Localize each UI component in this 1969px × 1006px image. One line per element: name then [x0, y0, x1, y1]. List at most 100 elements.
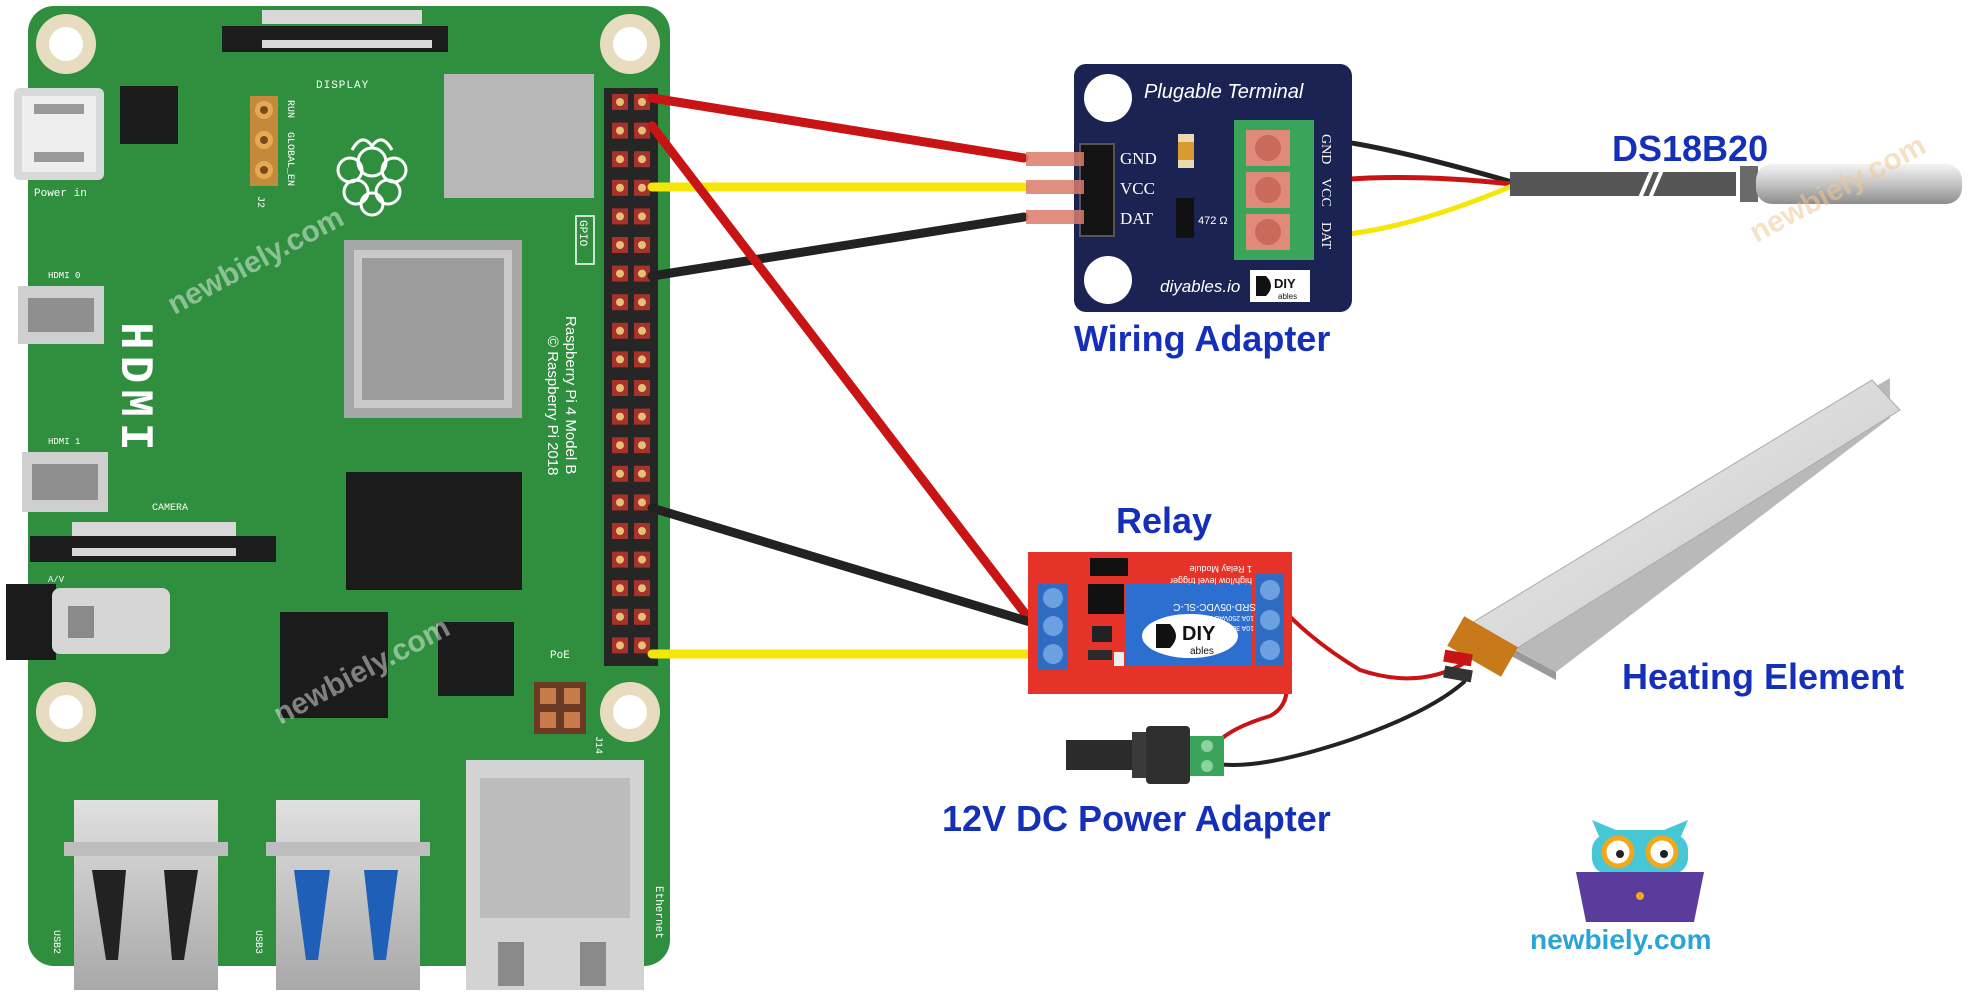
adapter-pin-label-vcc: VCC: [1120, 179, 1155, 198]
adapter-to-heater: [1216, 680, 1466, 767]
gpio-pin-contact: [638, 155, 646, 164]
gpio-pin-contact: [638, 241, 646, 249]
ram: [346, 472, 522, 590]
gpio-pin-contact: [638, 584, 646, 593]
raspberry-logo: [336, 138, 408, 217]
gpio-pin-contact: [616, 641, 624, 650]
site-label: newbiely.com: [1530, 924, 1712, 955]
chip-small: [120, 86, 178, 144]
svg-text:ables: ables: [1278, 292, 1297, 301]
hdmi1-label: HDMI 1: [48, 437, 80, 447]
ethernet-label: Ethernet: [652, 886, 664, 939]
probe-tube: [1756, 164, 1962, 204]
relay-com-to-heater: [1276, 602, 1468, 681]
mounting-holes: [36, 14, 660, 742]
ethernet-port: [466, 760, 644, 990]
gpio-pin-contact: [616, 183, 624, 192]
gpio-pin-contact: [616, 441, 624, 450]
adapter-pin-label-dat: DAT: [1120, 209, 1154, 228]
terminal-pin-labels: GND VCC DAT: [1318, 134, 1333, 250]
gpio-pin-contact: [616, 469, 624, 478]
camera-connector: [30, 522, 276, 562]
raspberry-pi-board: DISPLAY Power in RUN GLOBAL_EN J2: [6, 6, 670, 990]
gpio-pin-contact: [616, 555, 624, 564]
usb3-port: [266, 800, 430, 990]
gpio-label-box: [575, 215, 595, 265]
wire-black-to-relay: [647, 503, 1035, 627]
gpio-pin-contact: [616, 126, 624, 135]
camera-label: CAMERA: [152, 503, 188, 514]
hdmi-label: HDMI: [108, 322, 160, 456]
j14-label: J14: [592, 736, 603, 754]
power-in-connector: [14, 88, 104, 180]
ds18b20-probe: [1510, 164, 1962, 204]
resistor-label: 472 Ω: [1198, 215, 1228, 227]
copyright-label: © Raspberry Pi 2018: [544, 336, 561, 475]
gpio-pin-contact: [616, 355, 624, 364]
poe-header: [534, 682, 586, 734]
gpio-pin-contact: [638, 384, 646, 392]
wire-black-to-adapter: [647, 212, 1029, 281]
gpio-pin-contact: [638, 412, 646, 421]
gpio-pin-contact: [638, 612, 646, 621]
chip-tiny: [438, 622, 514, 696]
gpio-pin-contact: [638, 183, 646, 192]
soc: [344, 240, 522, 418]
hdmi0-port: [18, 286, 104, 344]
relay-model: SRD-05VDC-SL-C: [1173, 601, 1256, 612]
wiring-adapter-label: Wiring Adapter: [1074, 318, 1331, 359]
chip-mid: [280, 612, 388, 718]
adapter-title: Plugable Terminal: [1144, 81, 1304, 103]
heating-element-label: Heating Element: [1622, 656, 1905, 697]
gpio-pin-contact: [616, 98, 624, 106]
terminal-pin-label-dat: DAT: [1318, 222, 1333, 250]
newbiely-owl-logo: [1576, 820, 1704, 922]
heating-element: [1443, 378, 1901, 683]
svg-text:DIY: DIY: [1274, 276, 1296, 291]
gpio-pin-contact: [638, 641, 646, 650]
probe-collar: [1740, 166, 1758, 202]
adapter-brand: diyables.io: [1160, 277, 1240, 296]
probe-cable: [1510, 172, 1736, 196]
gpio-pin-contact: [638, 326, 646, 335]
hdmi0-label: HDMI 0: [48, 271, 80, 281]
gpio-pin-contact: [638, 355, 646, 364]
gpio-pin-contact: [616, 269, 624, 278]
terminal-screws: [1246, 130, 1290, 250]
usb-controller: [444, 74, 594, 198]
relay-module: SRD-05VDC-SL-C 10A 250VAC 10A 125VAC 10A…: [1028, 552, 1292, 694]
gpio-pin-contact: [638, 555, 646, 564]
relay-text-1: 1 Relay Module: [1189, 564, 1252, 574]
gpio-pin-contact: [616, 241, 624, 249]
adapter-pin-label-gnd: GND: [1120, 149, 1157, 168]
model-label: Raspberry Pi 4 Model B: [562, 316, 579, 474]
gpio-pin-contact: [616, 412, 624, 421]
gpio-pin-contact: [638, 269, 646, 278]
display-connector: [222, 10, 448, 52]
gpio-pin-contact: [616, 155, 624, 164]
gpio-pin-contact: [616, 498, 624, 507]
gpio-pin-contact: [638, 126, 646, 135]
adapter-pin-labels: GND VCC DAT: [1120, 149, 1157, 228]
heater-tab: [1447, 616, 1518, 677]
gpio-pin-contact: [638, 441, 646, 450]
gpio-pin-contact: [616, 298, 624, 307]
adapter-diyables-logo: DIY ables: [1250, 270, 1310, 302]
power-adapter-label: 12V DC Power Adapter: [942, 798, 1331, 839]
j2-label: J2: [254, 196, 265, 208]
run-label: RUN: [284, 100, 295, 118]
dc-power-adapter: [1066, 726, 1224, 784]
relay-label: Relay: [1116, 500, 1213, 541]
ds18b20-label: DS18B20: [1612, 128, 1769, 169]
terminal-pin-label-gnd: GND: [1318, 134, 1333, 164]
run-header: [250, 96, 278, 186]
wiring-adapter: Plugable Terminal GND VCC DAT 472 Ω GND VCC…: [1026, 64, 1352, 312]
gpio-pin-contact: [638, 98, 646, 106]
gpio-pin-contact: [638, 498, 646, 507]
gpio-pin-contact: [616, 326, 624, 335]
av-label: A/V: [48, 575, 65, 585]
terminal-pin-label-vcc: VCC: [1318, 178, 1333, 207]
gpio-pin-contact: [638, 527, 646, 535]
